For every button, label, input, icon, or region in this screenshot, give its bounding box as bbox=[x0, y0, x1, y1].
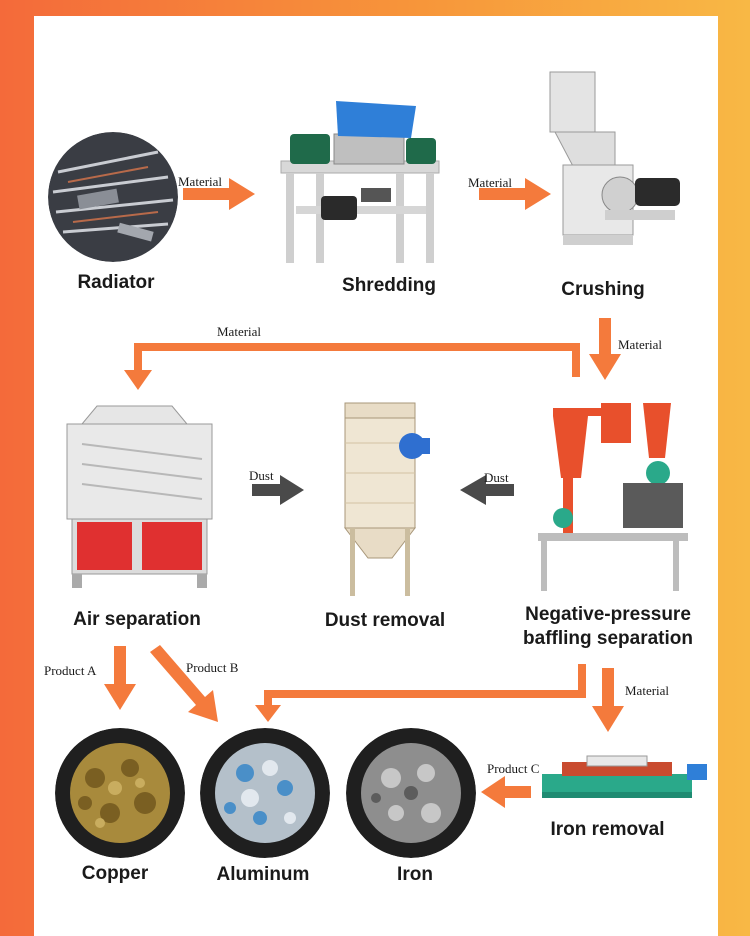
flow-label-material-4: Material bbox=[217, 324, 262, 339]
iron-remover-image bbox=[542, 755, 707, 798]
air-separator-image bbox=[66, 405, 213, 588]
aluminum-image bbox=[200, 728, 330, 858]
arrow-shredding-to-crushing bbox=[479, 178, 551, 210]
shredder-machine-image bbox=[280, 101, 440, 263]
flow-label-material-5: Material bbox=[625, 683, 670, 698]
arrow-product-b bbox=[150, 645, 218, 722]
arrow-crushing-down bbox=[589, 318, 621, 380]
radiator-image bbox=[48, 132, 178, 262]
label-negative-pressure-line2: baffling separation bbox=[523, 628, 693, 649]
flow-label-product-c: Product C bbox=[487, 761, 540, 776]
label-radiator: Radiator bbox=[77, 272, 155, 293]
arrow-dust-right bbox=[460, 475, 514, 505]
flow-label-material-1: Material bbox=[178, 174, 223, 189]
arrow-radiator-to-shredding bbox=[183, 178, 255, 210]
arrow-dust-left bbox=[252, 475, 304, 505]
label-copper: Copper bbox=[81, 863, 149, 884]
flow-label-dust-right: Dust bbox=[484, 470, 509, 485]
copper-image bbox=[55, 728, 185, 858]
arrow-neg-to-iron-removal bbox=[592, 668, 624, 732]
flow-label-material-2: Material bbox=[468, 175, 513, 190]
label-crushing: Crushing bbox=[561, 279, 645, 300]
label-negative-pressure-line1: Negative-pressure bbox=[525, 604, 691, 625]
label-shredding: Shredding bbox=[342, 275, 436, 296]
arrow-to-air-separation bbox=[124, 343, 580, 390]
flow-label-dust-left: Dust bbox=[249, 468, 274, 483]
flow-label-material-3: Material bbox=[618, 337, 663, 352]
label-dust-removal: Dust removal bbox=[324, 610, 446, 631]
flow-label-product-a: Product A bbox=[44, 663, 97, 678]
label-iron: Iron bbox=[397, 864, 433, 885]
arrow-product-a bbox=[104, 646, 136, 710]
flow-label-product-b: Product B bbox=[186, 660, 239, 675]
label-iron-removal: Iron removal bbox=[550, 819, 665, 840]
label-aluminum: Aluminum bbox=[216, 864, 310, 885]
arrow-neg-to-aluminum bbox=[255, 664, 586, 722]
iron-image bbox=[346, 728, 476, 858]
arrow-product-c bbox=[481, 776, 531, 808]
negative-pressure-separator-image bbox=[538, 403, 688, 591]
dust-collector-image bbox=[343, 402, 430, 596]
label-air-separation: Air separation bbox=[73, 609, 201, 630]
crusher-machine-image bbox=[549, 71, 680, 245]
